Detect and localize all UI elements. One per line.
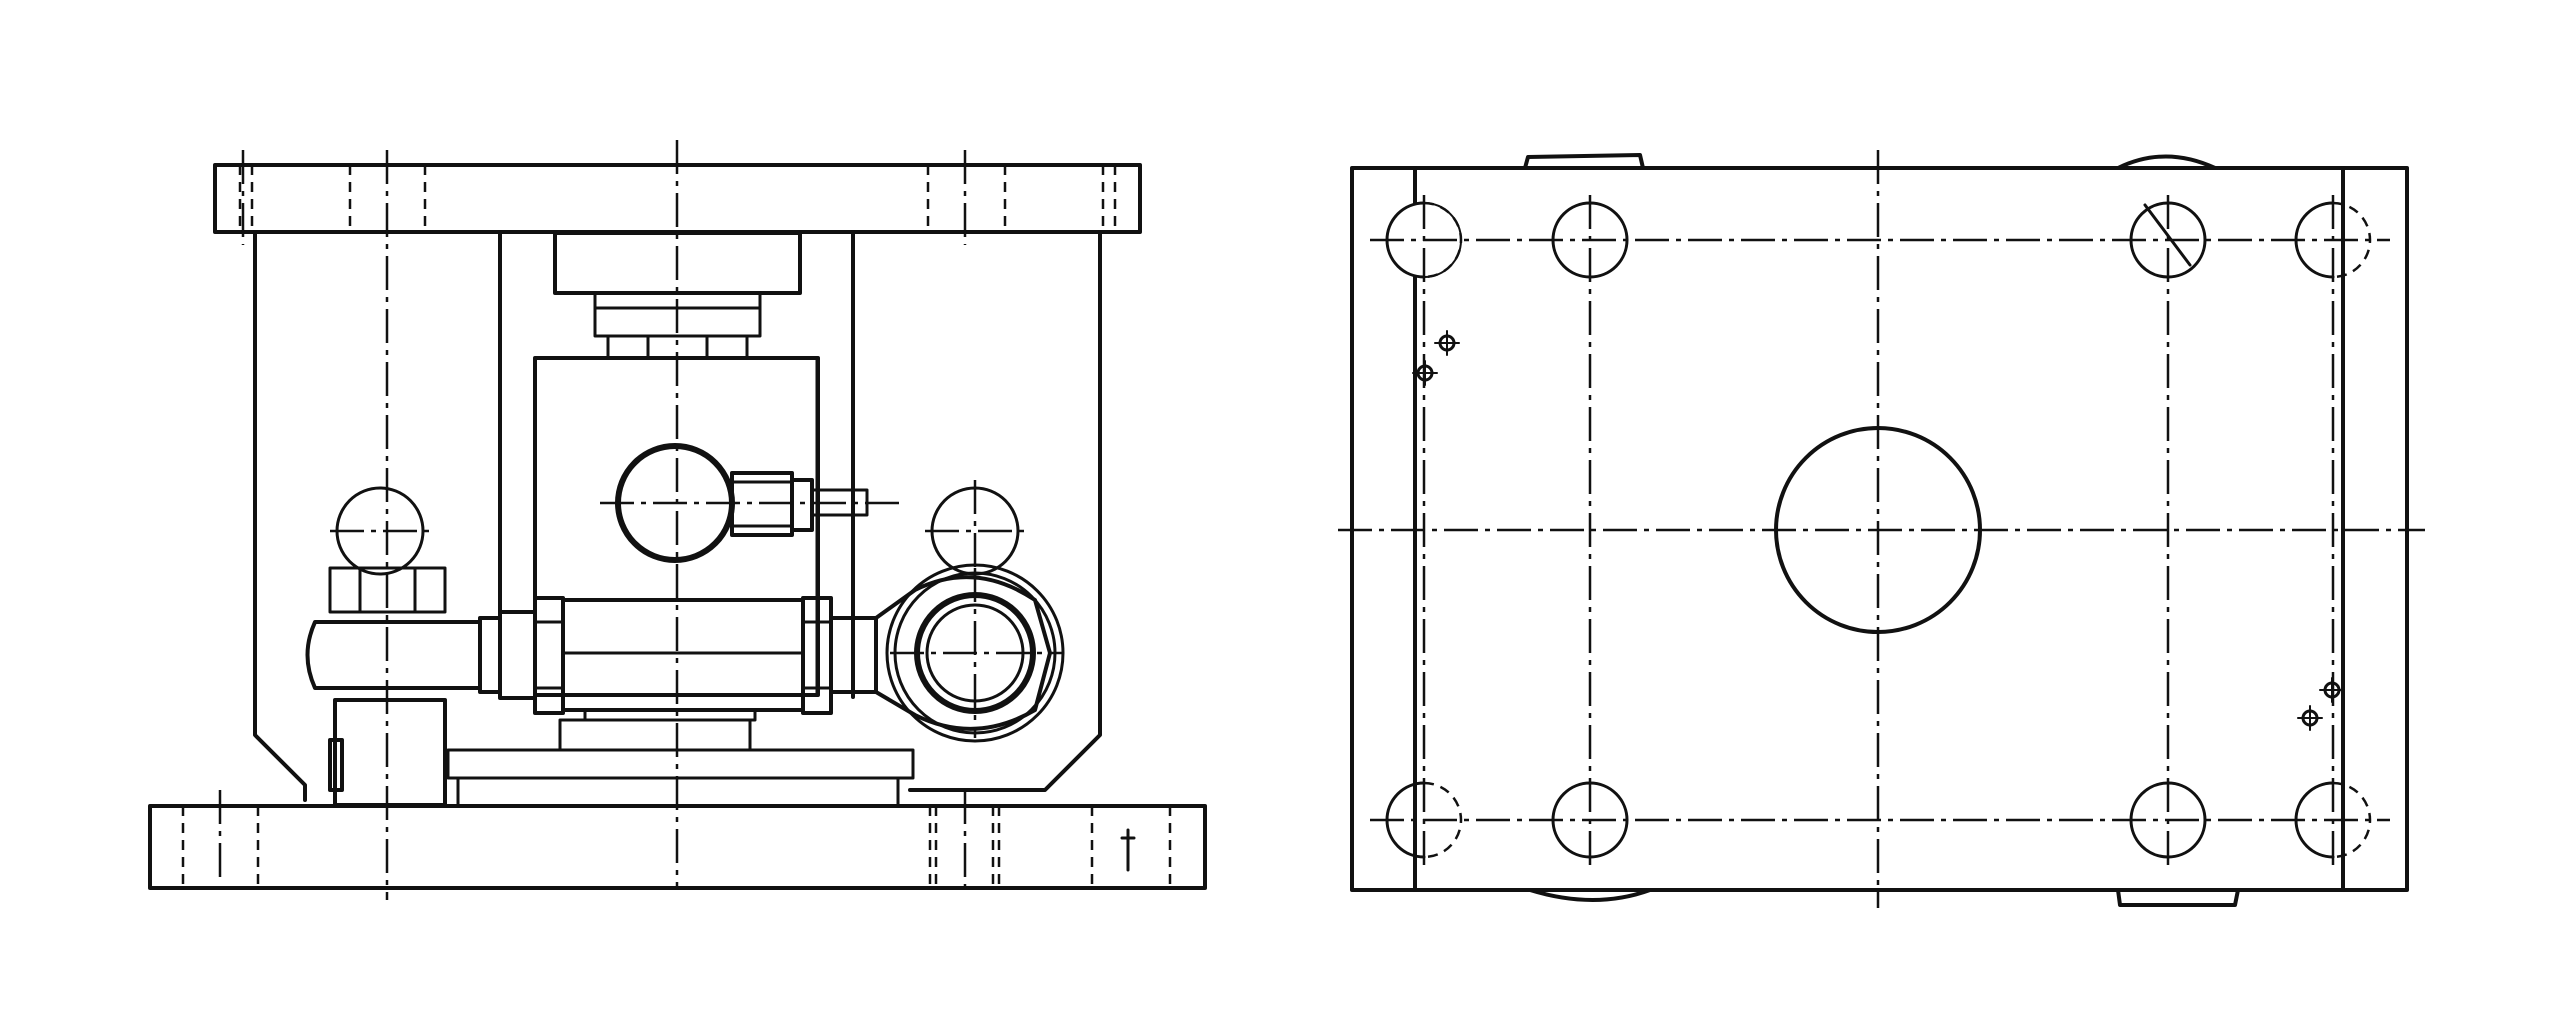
cable-connector — [600, 443, 900, 563]
front-centerlines — [218, 140, 967, 900]
top-centerlines — [1338, 150, 2425, 908]
right-ball — [925, 480, 1028, 576]
front-view — [148, 140, 1207, 900]
top-view — [1338, 150, 2425, 908]
top-pad — [553, 231, 802, 360]
pedestal — [328, 698, 915, 808]
right-rod-end — [874, 563, 1065, 743]
edge-tabs — [1523, 153, 2240, 907]
left-ball-joint — [305, 486, 537, 700]
